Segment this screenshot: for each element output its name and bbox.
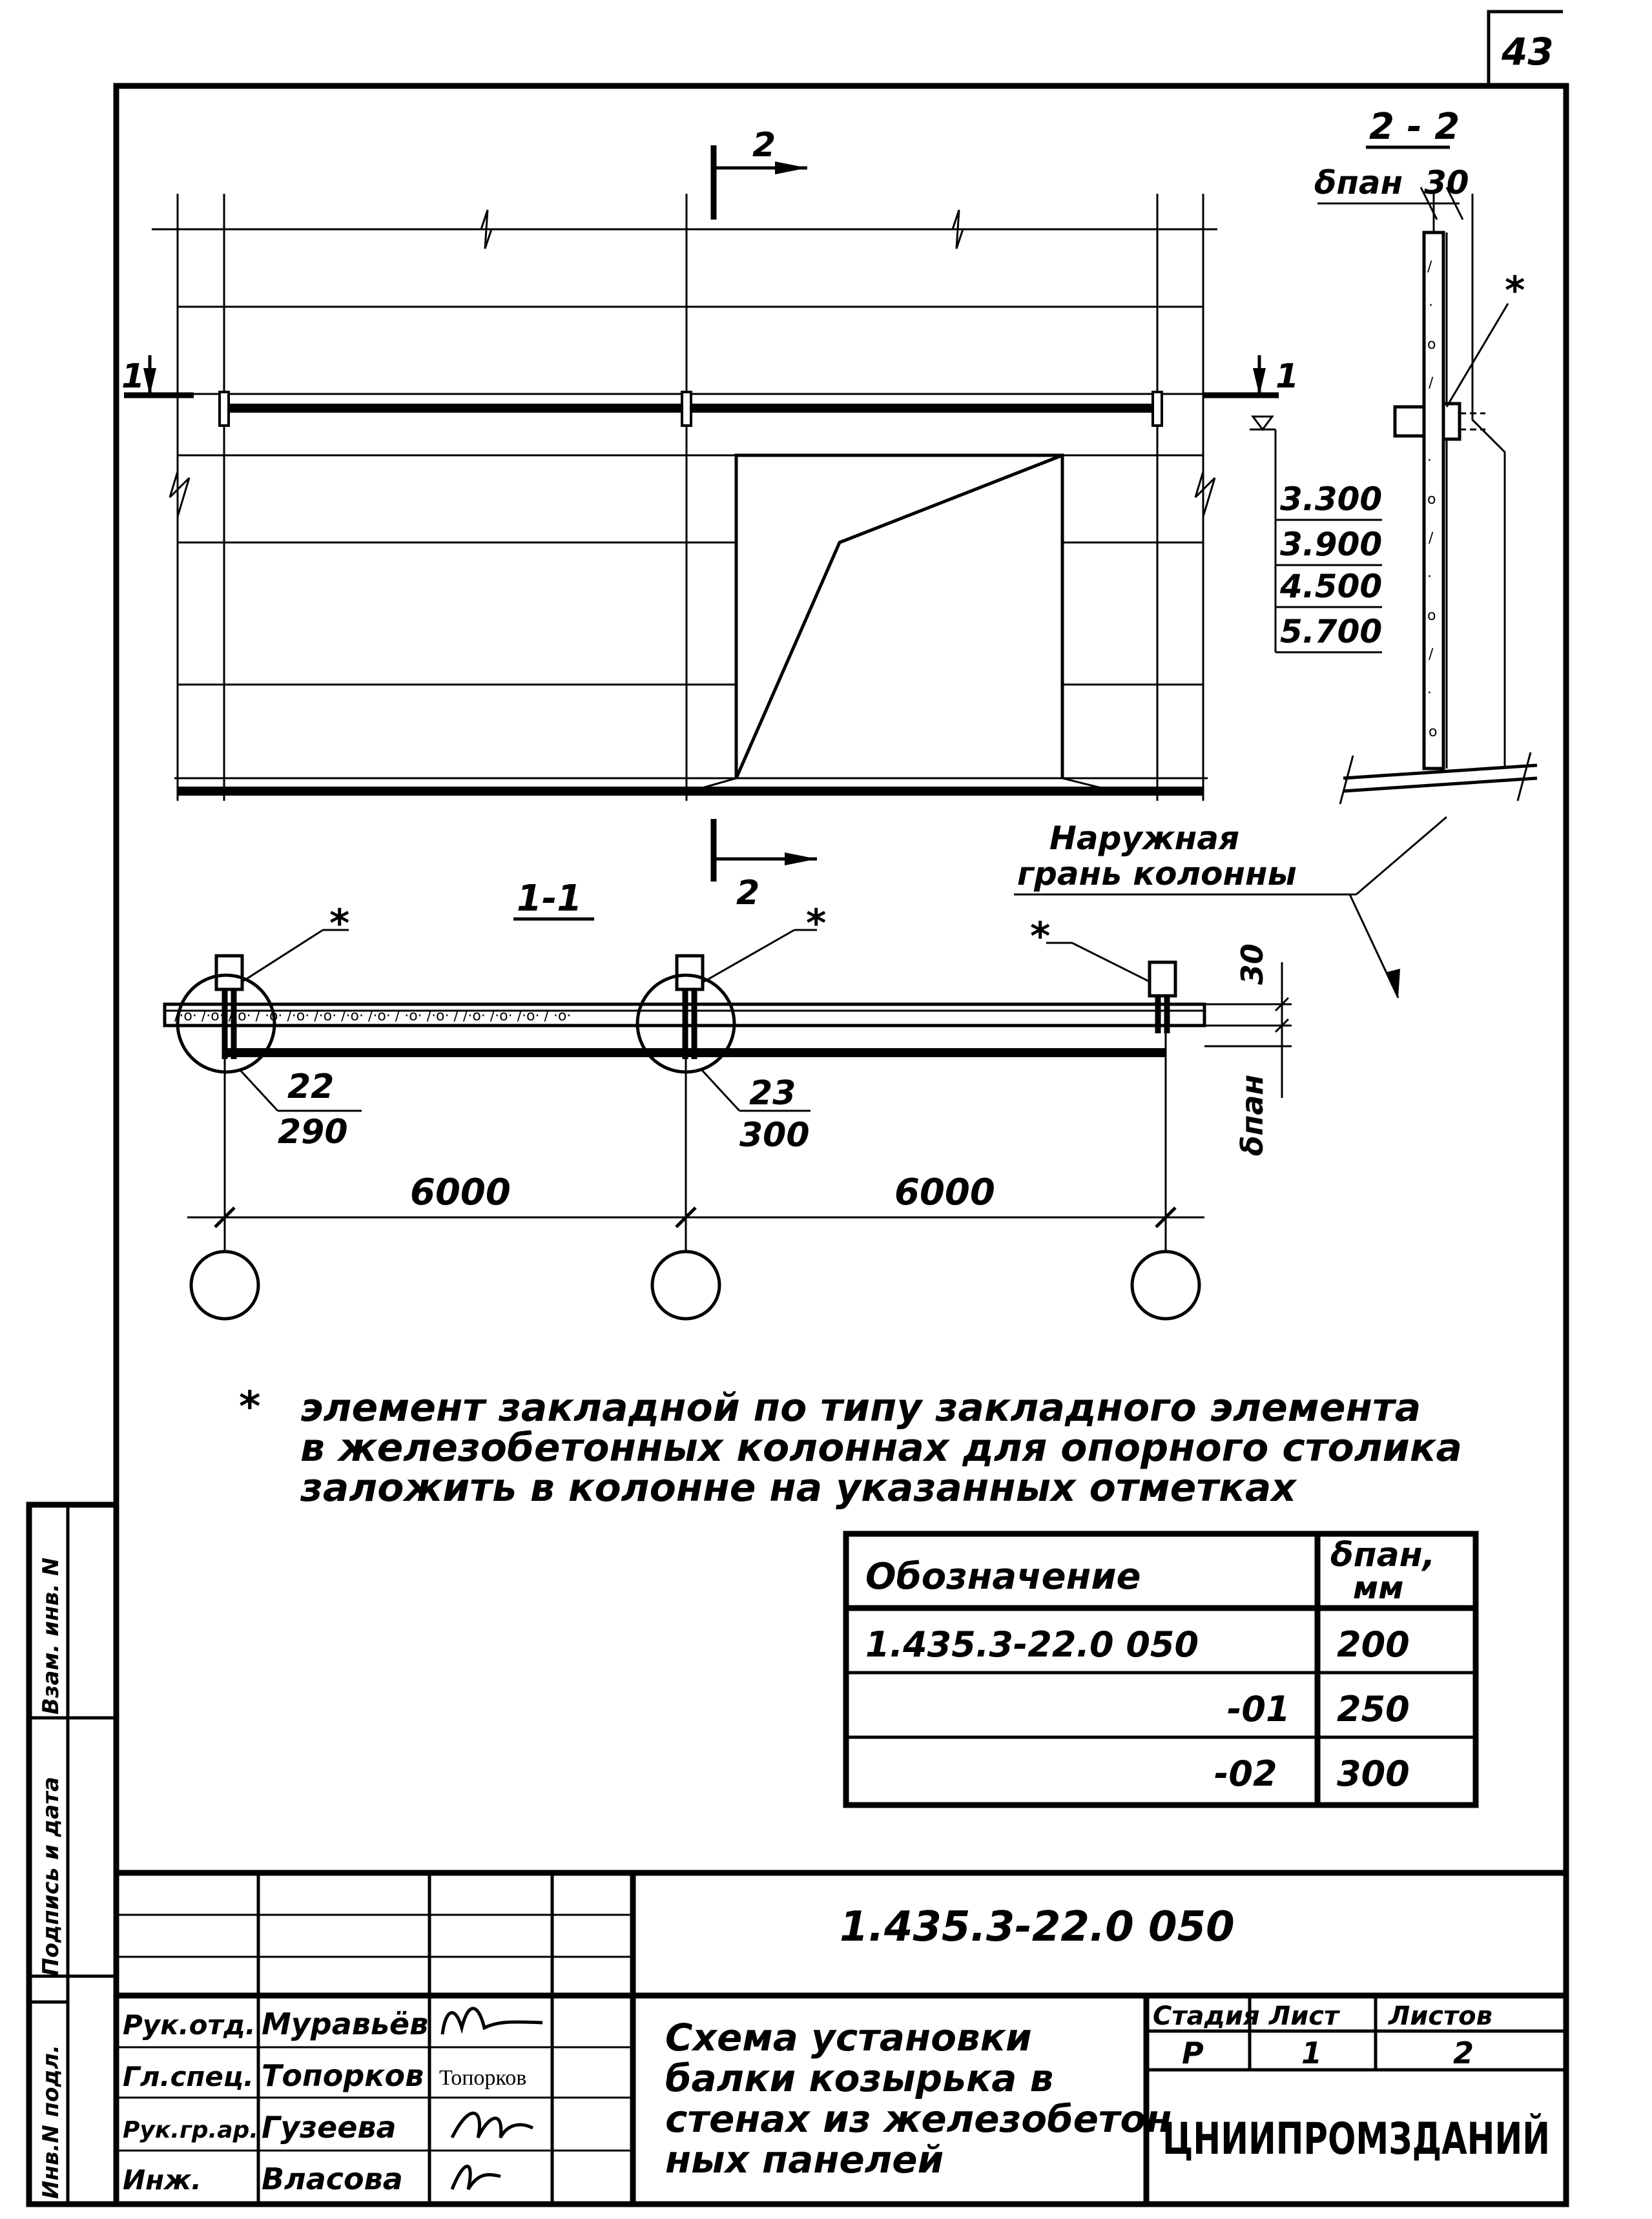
section-mark-1-left: 1 xyxy=(121,357,145,396)
outer-face-label: Наружная грань колонны xyxy=(1014,816,1447,998)
outer-face-line-1: Наружная xyxy=(1049,820,1239,857)
asterisk-1: * xyxy=(329,901,349,946)
sheet-header: Лист xyxy=(1268,2001,1341,2031)
org-name: ЦНИИПРОМЗДАНИЙ xyxy=(1162,2113,1550,2165)
title-block: 1.435.3-22.0 050 Рук.отд. Муравьёв Гл.сп… xyxy=(116,1870,1566,2204)
title-line-3: стенах из железобетон xyxy=(665,2097,1172,2141)
spec-row-1-designation: 1.435.3-22.0 050 xyxy=(865,1624,1199,1665)
elevation-4: 5.700 xyxy=(1280,613,1382,650)
axis-bubble-2 xyxy=(650,1250,721,1321)
section-mark-1-right: 1 xyxy=(1275,357,1299,396)
spec-header-designation: Обозначение xyxy=(865,1556,1141,1598)
section-22-dim-30: 30 xyxy=(1424,164,1469,201)
sheet-frame xyxy=(113,83,1569,2207)
svg-text:/: / xyxy=(1429,375,1434,391)
spec-row-3-designation: -02 xyxy=(1214,1753,1277,1794)
title-line-1: Схема установки xyxy=(665,2016,1032,2059)
page-number-box xyxy=(1487,10,1563,84)
signature-1 xyxy=(440,2007,543,2035)
elevation-3: 4.500 xyxy=(1279,568,1382,605)
elevation-1: 3.300 xyxy=(1280,480,1382,518)
title-line-2: балки козырька в xyxy=(665,2056,1053,2100)
callout-1-num: 22 xyxy=(287,1068,334,1106)
spec-row-3-value: 300 xyxy=(1337,1753,1410,1794)
axes-dimensions: 6000 6000 xyxy=(187,1059,1204,1321)
name-2: Топорков xyxy=(262,2058,424,2093)
section-11-b-label: δпан xyxy=(1235,1075,1270,1156)
outer-face-line-2: грань колонны xyxy=(1017,855,1297,893)
page-number: 43 xyxy=(1501,30,1554,74)
axis-bubble-1 xyxy=(189,1250,260,1321)
svg-text:/: / xyxy=(1427,259,1432,275)
elevation-view xyxy=(152,194,1217,801)
name-1: Муравьёв xyxy=(262,2007,428,2041)
note: * элемент закладной по типу закладного э… xyxy=(239,1383,1462,1511)
note-line-2: в железобетонных колоннах для опорного с… xyxy=(300,1425,1462,1471)
spec-header-b: δпан, xyxy=(1330,1536,1435,1574)
section-2-2: 2 - 2 δпан 30 / · o / · o / · o / · o * xyxy=(1314,106,1538,805)
svg-text:/: / xyxy=(1429,530,1434,546)
section-22-title: 2 - 2 xyxy=(1369,106,1460,148)
section-22-b-label: δпан xyxy=(1314,164,1403,201)
stage-header: Стадия xyxy=(1153,2001,1260,2031)
signature-2: Топорков xyxy=(439,2066,526,2090)
asterisk-3: * xyxy=(1030,914,1050,959)
role-4: Инж. xyxy=(123,2164,201,2196)
callout-2-num: 23 xyxy=(749,1074,796,1113)
doc-code: 1.435.3-22.0 050 xyxy=(840,1903,1235,1951)
svg-text:/: / xyxy=(1429,646,1434,663)
elevation-marks: 3.300 3.900 4.500 5.700 xyxy=(1250,415,1382,654)
side-stamp-sign: Подпись и дата xyxy=(38,1777,64,1976)
callout-1-den: 290 xyxy=(278,1113,348,1151)
elevation-2: 3.900 xyxy=(1280,526,1382,563)
svg-text:o: o xyxy=(1429,724,1437,740)
sheet-value: 1 xyxy=(1301,2036,1322,2070)
note-line-1: элемент закладной по типу закладного эле… xyxy=(300,1385,1421,1430)
signature-3 xyxy=(450,2111,534,2139)
signature-4 xyxy=(450,2165,501,2191)
svg-text:·: · xyxy=(1427,685,1432,701)
axis-bubble-3 xyxy=(1130,1250,1201,1321)
name-4: Власова xyxy=(262,2162,403,2196)
svg-text:o: o xyxy=(1427,336,1436,353)
section-2-marks: 2 2 xyxy=(710,126,817,913)
spec-row-2-designation: -01 xyxy=(1227,1689,1290,1729)
section-1-marks: 1 1 xyxy=(121,355,1299,398)
section-mark-2-top: 2 xyxy=(752,126,776,165)
role-3: Рук.гр.ар. xyxy=(123,2117,258,2143)
side-stamp-replace: Взам. инв. N xyxy=(38,1558,64,1715)
section-11-title: 1-1 xyxy=(517,878,582,920)
note-star: * xyxy=(239,1383,260,1431)
side-stamp-inv: Инв.N подл. xyxy=(38,2045,64,2199)
section-1-1: 1-1 /·o· /·o· /·o· / ·o· /·o· /·o· /·o· … xyxy=(163,878,1292,1156)
sheets-value: 2 xyxy=(1453,2036,1474,2070)
role-1: Рук.отд. xyxy=(123,2009,256,2041)
span-2: 6000 xyxy=(894,1171,995,1213)
svg-text:o: o xyxy=(1427,491,1436,508)
name-3: Гузеева xyxy=(262,2110,397,2145)
asterisk-2: * xyxy=(806,901,826,946)
svg-text:·: · xyxy=(1429,298,1433,314)
section-22-asterisk: * xyxy=(1505,268,1525,313)
role-2: Гл.спец. xyxy=(123,2061,254,2092)
callout-2-den: 300 xyxy=(739,1116,810,1155)
stage-value: Р xyxy=(1182,2036,1204,2070)
section-mark-2-bottom: 2 xyxy=(736,874,759,913)
spec-row-2-value: 250 xyxy=(1337,1689,1410,1729)
svg-text:·: · xyxy=(1427,453,1432,469)
note-line-3: заложить в колонне на указанных отметках xyxy=(300,1465,1297,1511)
svg-text:o: o xyxy=(1427,608,1436,624)
section-11-dim-30: 30 xyxy=(1235,944,1270,985)
svg-text:·: · xyxy=(1427,569,1432,585)
sheets-header: Листов xyxy=(1388,2001,1492,2031)
spec-header-unit: мм xyxy=(1353,1570,1403,1606)
title-line-4: ных панелей xyxy=(665,2138,944,2182)
span-1: 6000 xyxy=(410,1171,511,1213)
spec-table: Обозначение δпан, мм 1.435.3-22.0 050 20… xyxy=(843,1531,1479,1808)
side-stamp: Инв.N подл. Подпись и дата Взам. инв. N xyxy=(26,1502,119,2207)
spec-row-1-value: 200 xyxy=(1337,1624,1410,1665)
